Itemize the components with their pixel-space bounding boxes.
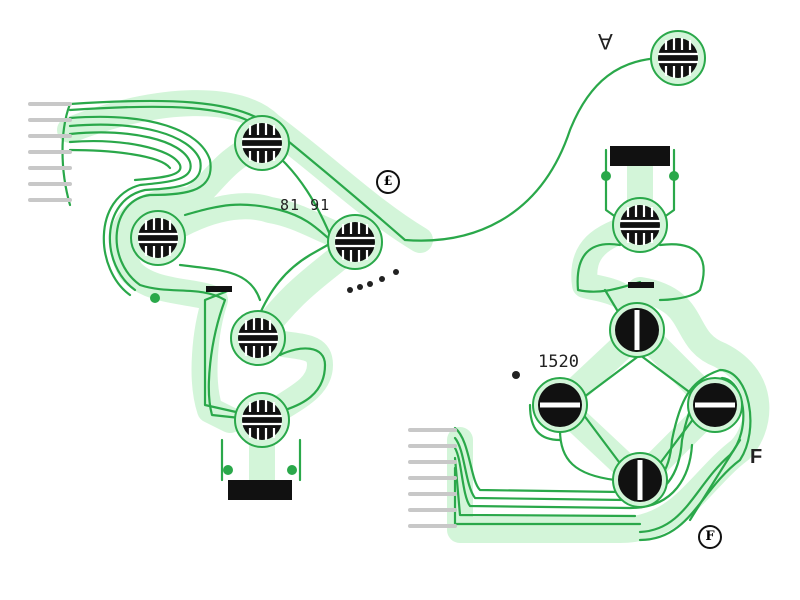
- right-connector-pins: [408, 428, 457, 528]
- circled-mark-left: £: [376, 170, 400, 194]
- label-f: F: [750, 446, 763, 468]
- dot-row: [347, 269, 520, 379]
- contact-pad: [129, 209, 187, 267]
- code-right: 1520: [538, 352, 579, 372]
- small-pad-right: [628, 282, 654, 288]
- dpad-bars: [540, 310, 735, 500]
- contact-pad: [233, 114, 291, 172]
- solder-dots: [150, 171, 679, 475]
- contact-pad: [326, 213, 384, 271]
- contact-pad-a: [649, 29, 707, 87]
- circled-mark-right: F: [698, 525, 722, 549]
- contact-pad: [229, 309, 287, 367]
- contact-pad: [233, 391, 291, 449]
- top-connector-pad: [610, 146, 670, 166]
- label-a: A: [598, 29, 613, 54]
- small-pad-left: [206, 286, 232, 292]
- contact-pad: [611, 196, 669, 254]
- code-left: 81 91: [280, 196, 331, 214]
- bottom-connector-pad: [228, 480, 292, 500]
- left-connector-pins: [28, 102, 72, 202]
